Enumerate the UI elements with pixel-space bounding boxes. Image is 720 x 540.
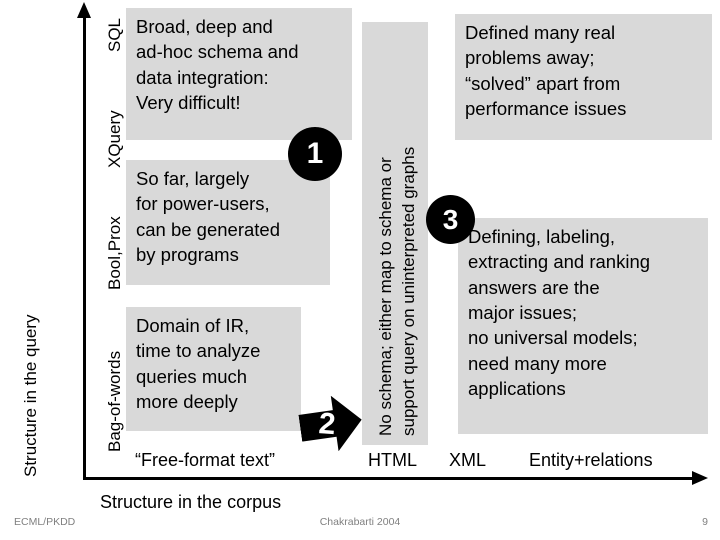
cell-sql-free-format-text: Broad, deep and ad-hoc schema and data i… (126, 8, 352, 140)
y-axis-line (83, 16, 86, 480)
callout-badge-1: 1 (288, 127, 342, 181)
x-tick-xml: XML (449, 450, 487, 470)
x-axis-arrow-icon (692, 471, 708, 485)
no-schema-line-2: support query on uninterpreted graphs (399, 146, 418, 436)
y-axis-title: Structure in the query (21, 314, 40, 477)
x-axis-title: Structure in the corpus (100, 492, 282, 512)
callout-badge-3: 3 (426, 195, 475, 244)
x-axis-line (83, 477, 696, 480)
no-schema-line-1: No schema; either map to schema or (376, 157, 395, 436)
y-tick-bag-of-words: Bag-of-words (105, 350, 124, 452)
y-tick-xquery: XQuery (105, 110, 124, 168)
cell-defining-labeling-extracting: Defining, labeling, extracting and ranki… (458, 218, 708, 434)
x-tick-html: HTML (368, 450, 417, 470)
footer-page-number: 9 (702, 516, 708, 528)
cell-bag-of-words-free-format-text: Domain of IR, time to analyze queries mu… (126, 307, 301, 431)
y-tick-bool-prox: Bool,Prox (105, 216, 124, 290)
y-tick-sql: SQL (105, 17, 124, 52)
x-tick-free-format-text: “Free-format text” (135, 450, 276, 470)
y-axis-arrow-icon (77, 2, 91, 18)
slide-footer: ECML/PKDD Chakrabarti 2004 9 (0, 516, 720, 540)
callout-badge-2: 2 (296, 392, 365, 456)
cell-defined-many-real-problems: Defined many real problems away; “solved… (455, 14, 712, 140)
callout-badge-2-label: 2 (317, 407, 337, 442)
cell-no-schema-column: No schema; either map to schema or suppo… (362, 22, 428, 445)
footer-conference: ECML/PKDD (14, 516, 76, 528)
cell-bool-prox-free-format-text: So far, largely for power-users, can be … (126, 160, 330, 285)
x-tick-entity-relations: Entity+relations (529, 450, 653, 470)
footer-attribution: Chakrabarti 2004 (319, 516, 401, 528)
